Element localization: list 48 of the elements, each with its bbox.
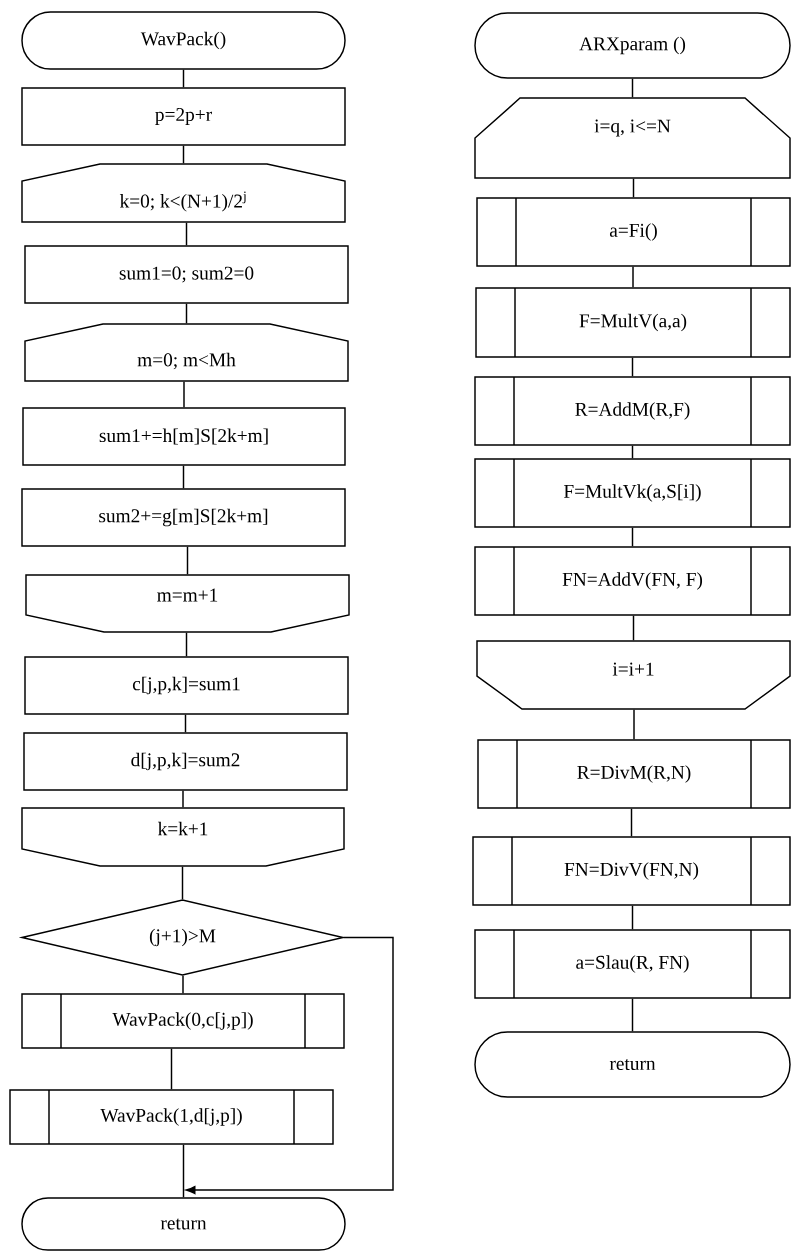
process-box: c[j,p,k]=sum1: [24, 656, 349, 715]
connector-line: [631, 527, 634, 547]
connector-line: [632, 178, 635, 198]
connector-line: [182, 465, 185, 489]
subroutine-box: F=MultVk(a,S[i]): [474, 458, 791, 528]
connector-line: [182, 1144, 185, 1198]
loop-end-box: i=i+1: [476, 640, 791, 710]
subroutine-box: R=AddM(R,F): [474, 376, 791, 446]
connector-line: [632, 266, 634, 288]
connector-line: [631, 998, 634, 1032]
subroutine-box: a=Slau(R, FN): [474, 929, 791, 999]
connector-line: [182, 975, 184, 994]
subroutine-box: a=Fi(): [476, 197, 791, 267]
connector-line: [184, 714, 187, 733]
loop-start-box: k=0; k<(N+1)/2$^{j}$: [21, 163, 346, 223]
connector-line: [185, 632, 188, 657]
loop-start-box: m=0; m<Mh: [24, 323, 349, 382]
connector-line: [632, 615, 635, 641]
loop-start-box: i=q, i<=N: [474, 97, 791, 179]
connector-line: [170, 1048, 173, 1090]
process-box: p=2p+r: [21, 87, 346, 146]
subroutine-box: R=DivM(R,N): [477, 739, 791, 809]
subroutine-box: F=MultV(a,a): [475, 287, 791, 358]
connector-line: [185, 222, 188, 246]
subroutine-box: FN=AddV(FN, F): [474, 546, 791, 616]
connector-line: [186, 546, 189, 575]
connector-line: [182, 790, 184, 808]
subroutine-box: WavPack(1,d[j,p]): [9, 1089, 334, 1145]
connector-line: [185, 303, 188, 324]
connector-line: [181, 866, 184, 900]
arrow: [185, 936, 394, 1195]
process-box: sum1+=h[m]S[2k+m]: [22, 407, 346, 466]
connector-line: [183, 381, 185, 408]
subroutine-box: FN=DivV(FN,N): [472, 836, 791, 906]
connector-line: [182, 145, 185, 164]
connector-line: [630, 808, 633, 837]
connector-line: [182, 69, 185, 88]
loop-end-box: m=m+1: [25, 574, 350, 633]
loop-end-box: k=k+1: [21, 807, 345, 867]
connector-line: [631, 445, 634, 459]
process-box: sum1=0; sum2=0: [24, 245, 349, 304]
connector-line: [631, 357, 634, 377]
process-box: sum2+=g[m]S[2k+m]: [21, 488, 346, 547]
subroutine-box: WavPack(0,c[j,p]): [21, 993, 345, 1049]
connector-line: [633, 709, 635, 740]
connector-line: [631, 78, 634, 98]
process-box: d[j,p,k]=sum2: [23, 732, 348, 791]
connector-line: [631, 905, 634, 930]
